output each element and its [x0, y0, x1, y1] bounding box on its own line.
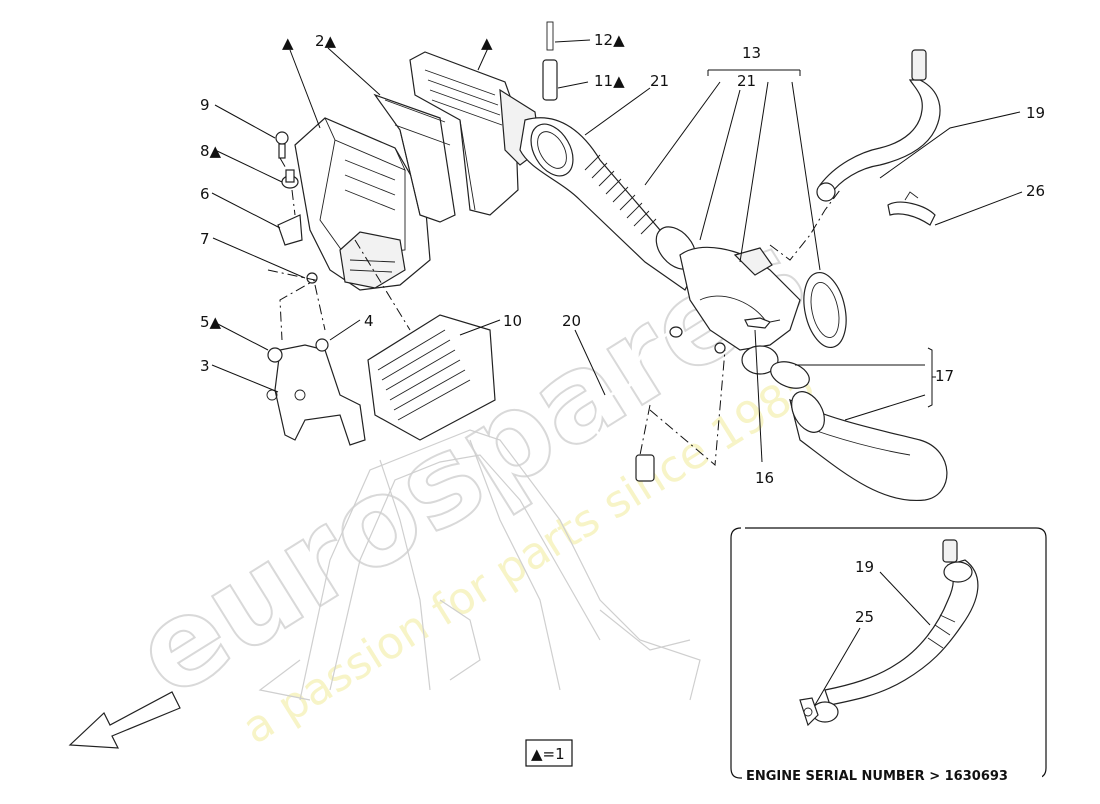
callout-25: 25	[855, 608, 874, 626]
callout-5: 5▲	[200, 313, 222, 331]
sensor-parts	[542, 21, 781, 354]
callout-20: 20	[562, 312, 581, 330]
leader-lines	[211, 39, 1023, 463]
callout-16: 16	[755, 469, 774, 487]
legend: ▲=1	[525, 739, 573, 767]
callout-19-inset: 19	[855, 558, 874, 576]
assembly-lines	[267, 157, 841, 467]
legend-text: ▲=1	[531, 745, 565, 763]
callout-9: 9	[200, 96, 210, 114]
callout-3: 3	[200, 357, 210, 375]
callout-airbox-upper: ▲	[481, 34, 493, 52]
callout-19: 19	[1026, 104, 1045, 122]
airbox-lower	[294, 117, 431, 291]
callout-8: 8▲	[200, 142, 222, 160]
callout-12: 12▲	[594, 31, 625, 49]
engine-bay-outline	[258, 429, 701, 701]
callout-17: 17	[935, 367, 954, 385]
outlet-hose	[770, 361, 948, 502]
intake-junction	[679, 246, 847, 375]
callout-6: 6	[200, 185, 210, 203]
breather-pipe	[593, 326, 683, 482]
inset-hose	[799, 539, 979, 727]
air-filter	[373, 93, 456, 223]
direction-arrow	[68, 691, 181, 749]
inlet-grille	[367, 314, 496, 441]
inset-panel: ENGINE SERIAL NUMBER > 1630693 19 25	[730, 527, 1047, 786]
callout-21-a: 21	[650, 72, 669, 90]
inset-caption: ENGINE SERIAL NUMBER > 1630693	[746, 769, 1008, 784]
callout-10: 10	[503, 312, 522, 330]
hose-19	[816, 49, 941, 226]
callout-labels: ▲ 2▲ ▲ 12▲ 11▲ 21 13 21 19 26 9 8▲ 6 7 5…	[200, 31, 1045, 487]
callout-13: 13	[742, 44, 761, 62]
legend-box	[525, 739, 573, 767]
callout-4: 4	[364, 312, 374, 330]
callout-airbox-lower: ▲	[282, 34, 294, 52]
callout-26: 26	[1026, 182, 1045, 200]
callout-21-b: 21	[737, 72, 756, 90]
callout-11: 11▲	[594, 72, 625, 90]
callout-7: 7	[200, 230, 210, 248]
callout-2: 2▲	[315, 32, 337, 50]
